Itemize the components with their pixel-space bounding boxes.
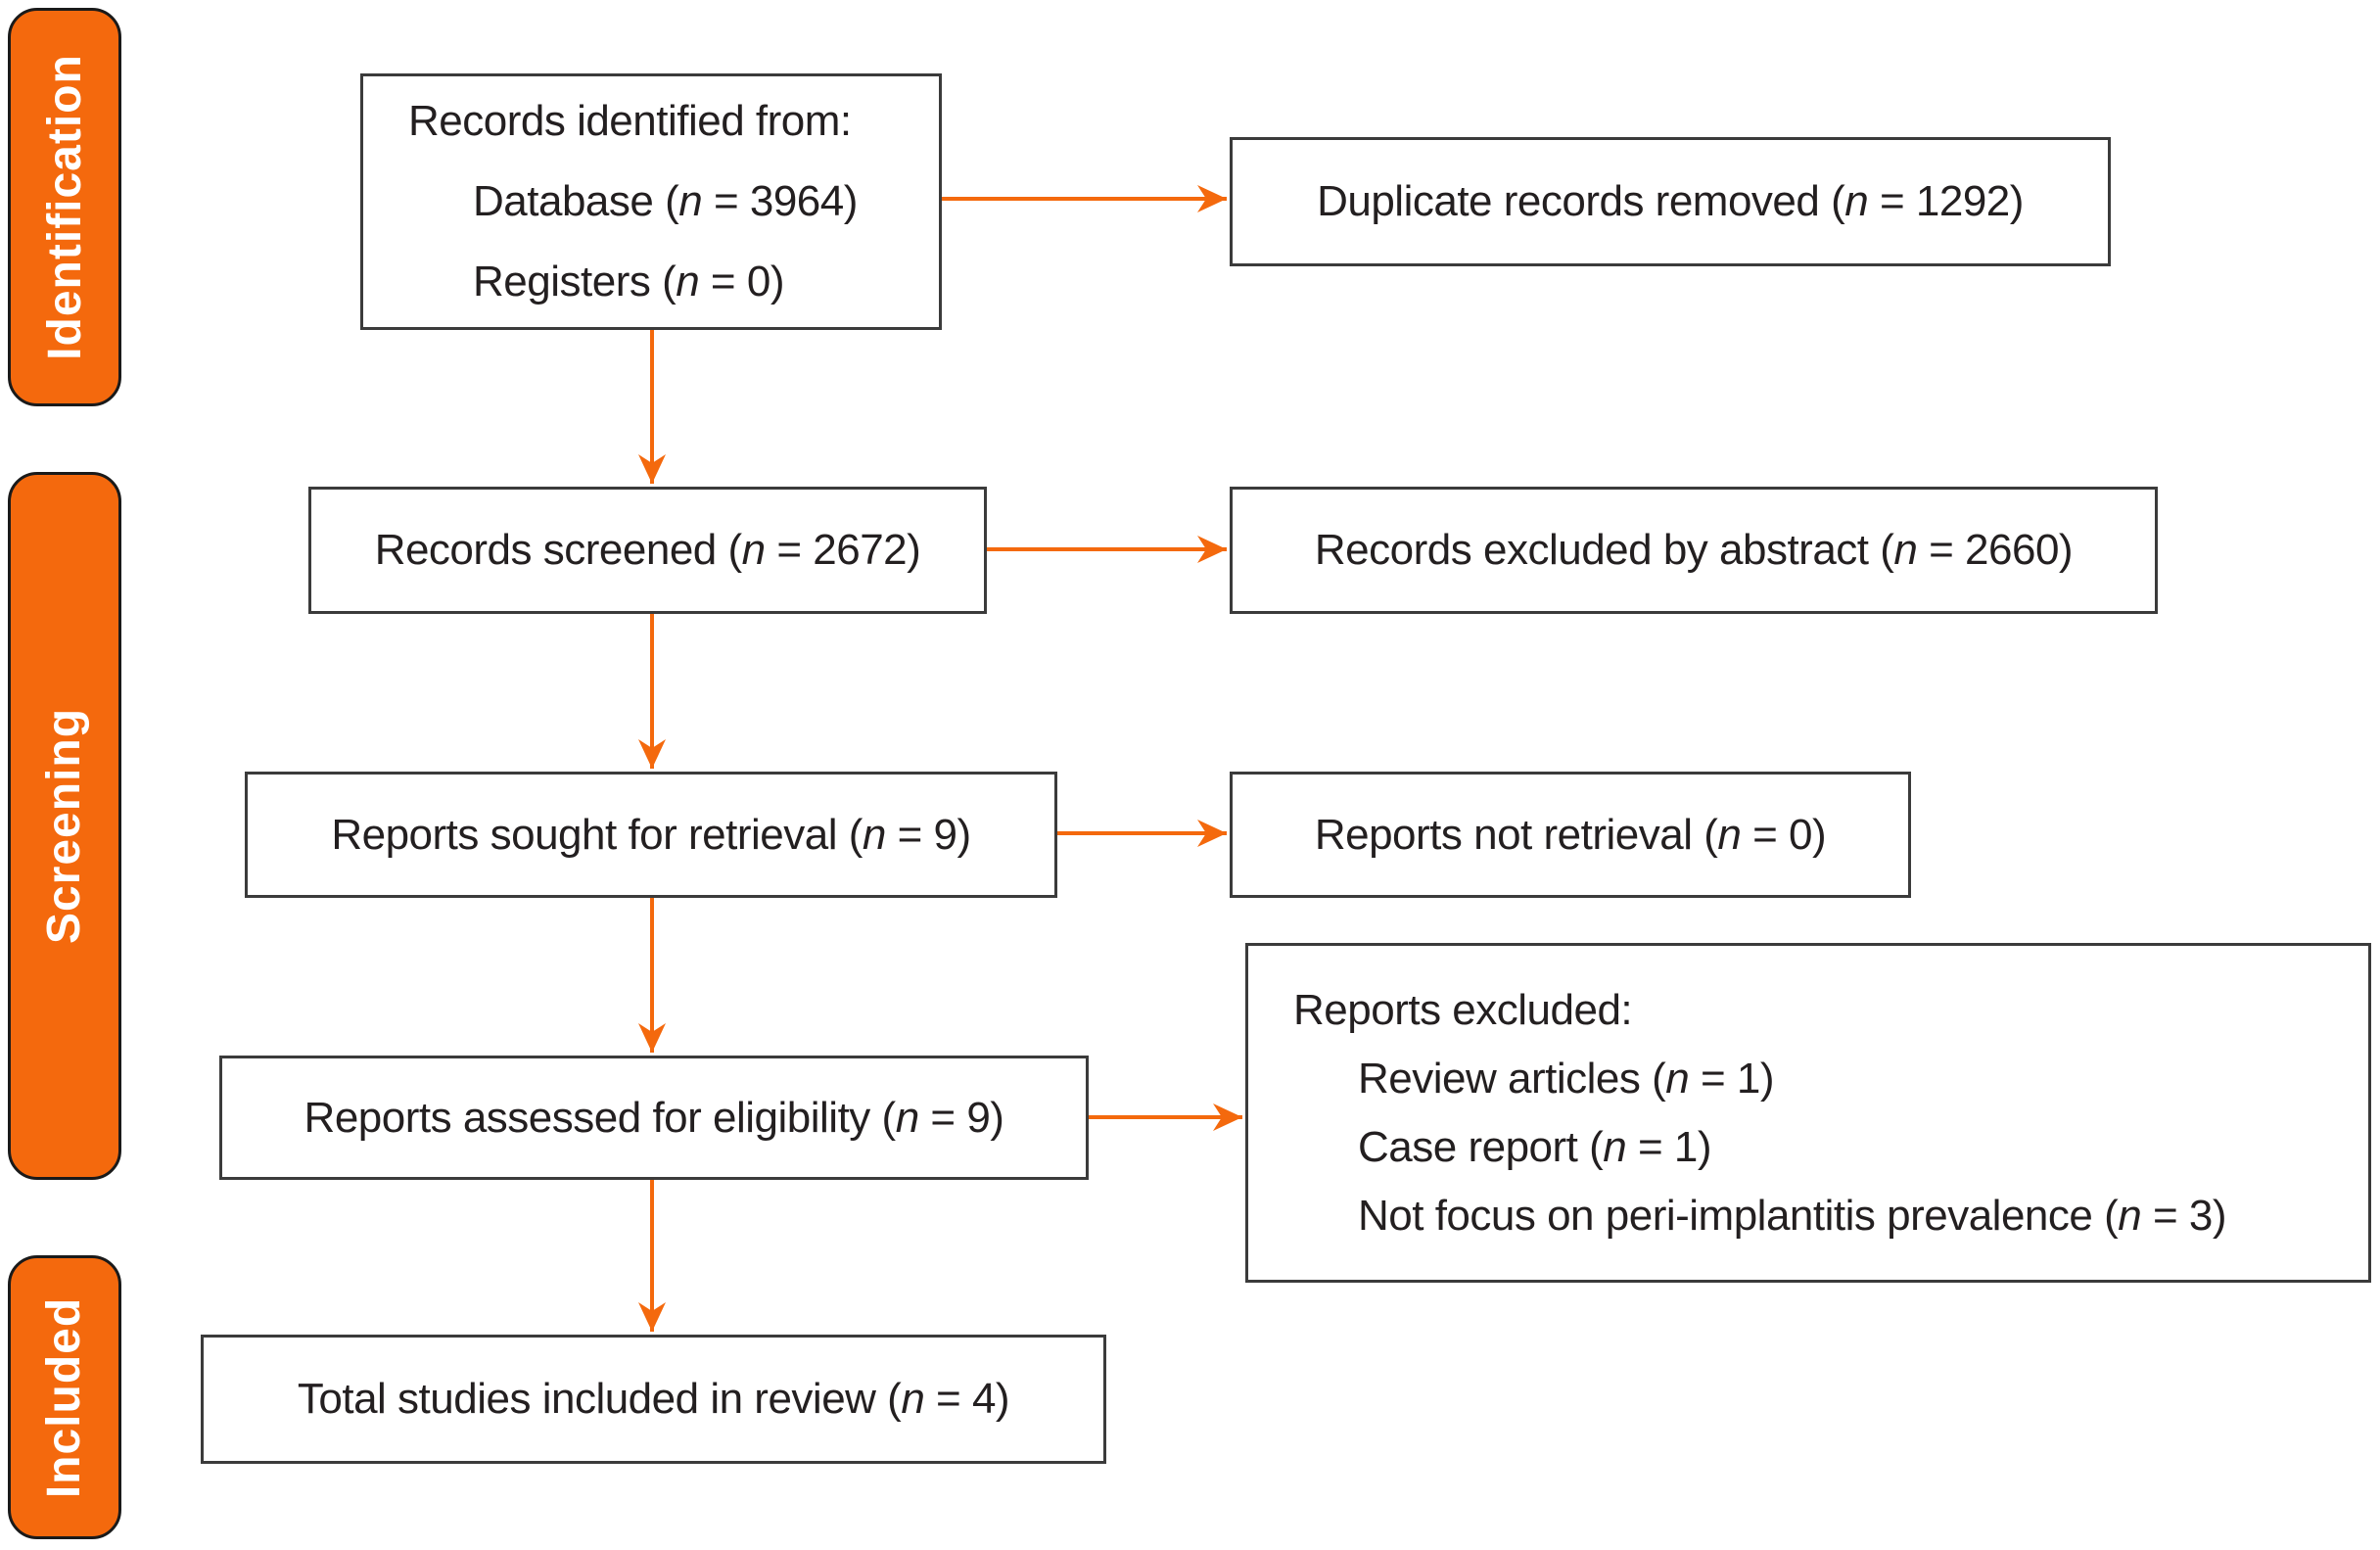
box-line: Database (n = 3964) [473, 177, 858, 225]
stage-band-included: Included [8, 1255, 121, 1539]
stage-band-identification: Identification [8, 8, 121, 406]
box-records-excluded-abstract: Records excluded by abstract (n = 2660) [1230, 487, 2158, 614]
box-records-identified: Records identified from: Database (n = 39… [360, 73, 942, 330]
box-line: Duplicate records removed (n = 1292) [1317, 177, 2024, 225]
box-reports-sought: Reports sought for retrieval (n = 9) [245, 772, 1057, 898]
box-records-screened: Records screened (n = 2672) [308, 487, 987, 614]
box-line: Records identified from: [408, 97, 852, 145]
stage-label-included: Included [38, 1296, 91, 1498]
box-line: Reports excluded: [1293, 985, 1633, 1034]
box-line: Review articles (n = 1) [1358, 1054, 1775, 1103]
box-line: Records excluded by abstract (n = 2660) [1314, 526, 2074, 574]
box-reports-excluded: Reports excluded: Review articles (n = 1)… [1245, 943, 2371, 1283]
box-reports-assessed: Reports assessed for eligibility (n = 9) [219, 1056, 1089, 1180]
box-line: Reports assessed for eligibility (n = 9) [303, 1093, 1004, 1142]
stage-label-identification: Identification [38, 54, 91, 360]
stage-band-screening: Screening [8, 472, 121, 1180]
box-line: Reports sought for retrieval (n = 9) [331, 810, 971, 859]
box-reports-not-retrieved: Reports not retrieval (n = 0) [1230, 772, 1911, 898]
stage-label-screening: Screening [38, 707, 91, 945]
box-duplicate-records-removed: Duplicate records removed (n = 1292) [1230, 137, 2111, 266]
box-total-studies-included: Total studies included in review (n = 4) [201, 1335, 1106, 1464]
box-line: Total studies included in review (n = 4) [297, 1375, 1010, 1423]
box-line: Reports not retrieval (n = 0) [1314, 810, 1827, 859]
box-line: Registers (n = 0) [473, 258, 784, 305]
box-line: Records screened (n = 2672) [374, 526, 921, 574]
box-line: Not focus on peri-implantitis prevalence… [1358, 1191, 2227, 1240]
box-line: Case report (n = 1) [1358, 1122, 1712, 1171]
